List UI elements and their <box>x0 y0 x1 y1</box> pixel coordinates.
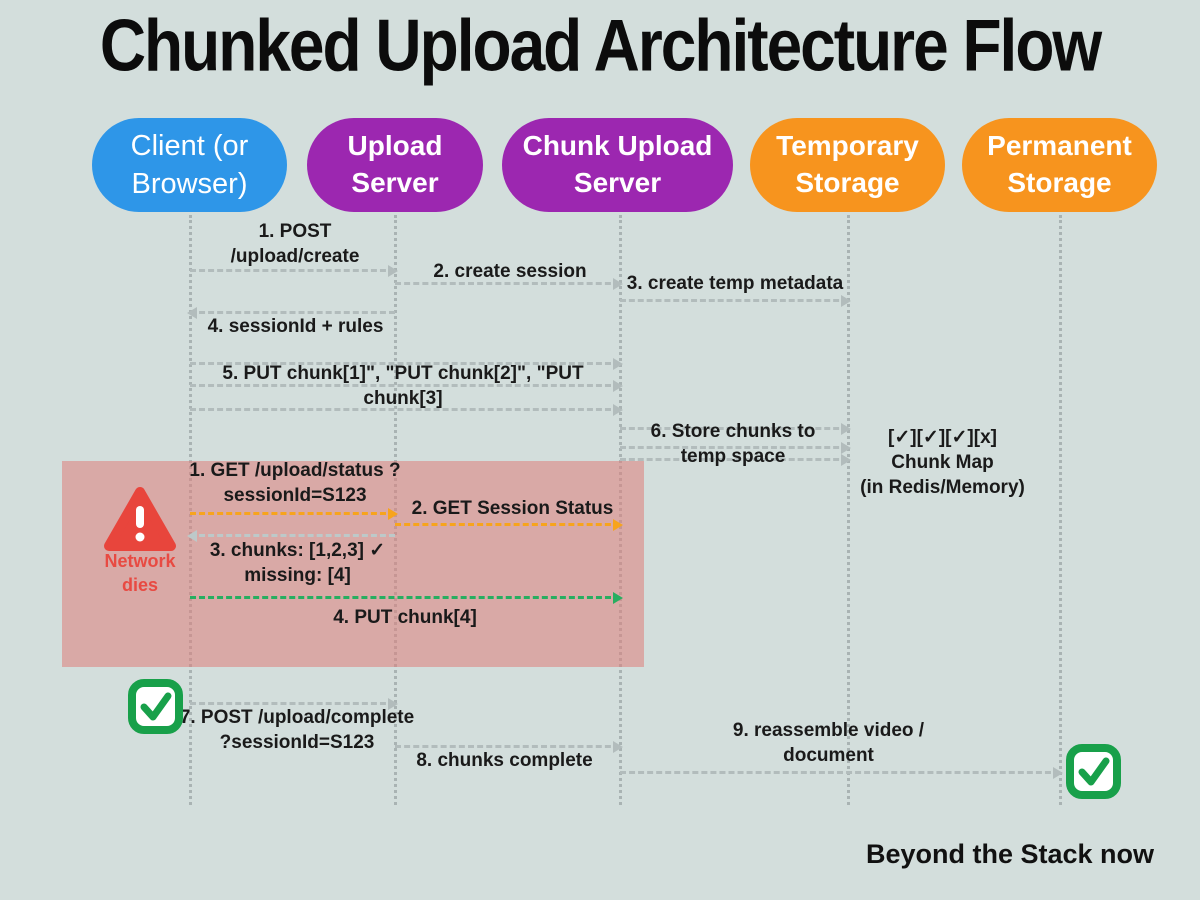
label-put-chunk-4: 4. PUT chunk[4] <box>333 607 477 628</box>
arrow-sessionid-rules <box>187 306 395 319</box>
label-get-session-status: 2. GET Session Status <box>411 498 614 519</box>
page-title: Chunked Upload Architecture Flow <box>99 4 1102 87</box>
label-network-dies: Network dies <box>104 551 176 595</box>
label-reassemble: 9. reassemble video / document <box>732 720 925 766</box>
arrow-store-chunk-2 <box>620 441 851 454</box>
actor-permanent-storage: Permanent Storage <box>962 118 1157 212</box>
label-post-upload-create: 1. POST /upload/create <box>230 221 360 267</box>
actor-client: Client (or Browser) <box>92 118 287 212</box>
arrow-put-chunk-1 <box>190 357 623 370</box>
arrow-create-temp-metadata <box>620 294 851 307</box>
warning-triangle-icon <box>103 486 177 559</box>
label-get-upload-status: 1. GET /upload/status ?sessionId=S123 <box>189 460 401 506</box>
brand-text: Beyond the Stack now <box>865 839 1155 869</box>
label-chunks-complete: 8. chunks complete <box>416 750 593 771</box>
actor-temporary-storage: Temporary Storage <box>750 118 945 212</box>
actor-chunk-upload-server: Chunk Upload Server <box>502 118 733 212</box>
arrow-post-upload-complete <box>190 697 398 710</box>
arrow-get-session-status <box>395 518 623 531</box>
arrow-chunks-complete <box>395 740 623 753</box>
label-create-session: 2. create session <box>433 261 587 282</box>
network-failure-zone <box>62 461 644 667</box>
success-check-icon-client <box>128 679 183 739</box>
actor-upload-server: Upload Server <box>307 118 483 212</box>
arrow-chunks-missing-response <box>187 529 395 542</box>
arrow-put-chunk-3 <box>190 403 623 416</box>
arrow-put-chunk-2 <box>190 379 623 392</box>
label-chunk-map: [✓][✓][✓][x] Chunk Map (in Redis/Memory) <box>860 427 1025 498</box>
label-post-upload-complete: 7. POST /upload/complete ?sessionId=S123 <box>179 707 415 753</box>
arrow-get-upload-status <box>190 507 398 520</box>
arrow-post-upload-create <box>190 264 398 277</box>
lifeline-permanent-storage <box>1059 215 1062 805</box>
lifeline-temporary-storage <box>847 215 850 805</box>
label-put-chunks: 5. PUT chunk[1]", "PUT chunk[2]", "PUT c… <box>222 363 584 409</box>
arrow-store-chunk-1 <box>620 422 851 435</box>
success-check-icon-storage <box>1066 744 1121 804</box>
label-create-temp-metadata: 3. create temp metadata <box>626 273 844 294</box>
arrow-put-chunk-4 <box>190 591 623 604</box>
label-store-chunks: 6. Store chunks to temp space <box>650 421 816 467</box>
arrow-reassemble <box>620 766 1063 779</box>
arrow-store-chunk-3 <box>620 453 851 466</box>
label-sessionid-rules: 4. sessionId + rules <box>207 316 384 337</box>
arrow-create-session <box>395 277 623 290</box>
label-chunks-missing: 3. chunks: [1,2,3] ✓ missing: [4] <box>209 540 386 586</box>
